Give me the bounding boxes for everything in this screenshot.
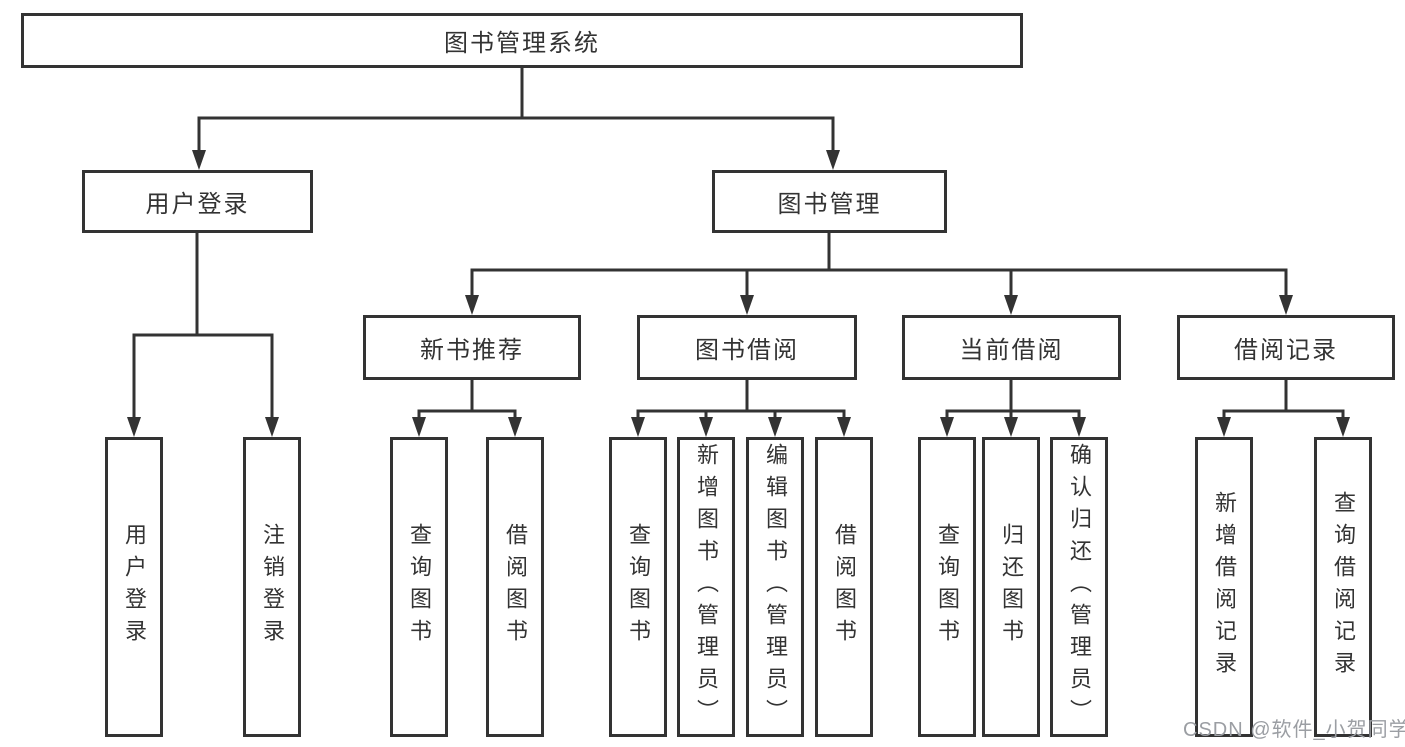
leaf-query-books-current: 查询图书 (918, 437, 976, 737)
leaf-add-book-admin: 新增图书（管理员） (677, 437, 735, 737)
leaf-borrow-books-borrowing: 借阅图书 (815, 437, 873, 737)
node-new-book-recommend: 新书推荐 (363, 315, 581, 380)
leaf-query-borrow-record: 查询借阅记录 (1314, 437, 1372, 737)
node-book-management: 图书管理 (712, 170, 947, 233)
leaf-logout: 注销登录 (243, 437, 301, 737)
csdn-watermark: CSDN @软件_小贺同学 (1183, 719, 1405, 741)
node-library-system: 图书管理系统 (21, 13, 1023, 68)
node-book-borrowing: 图书借阅 (637, 315, 857, 380)
node-user-login: 用户登录 (82, 170, 313, 233)
node-current-borrowing: 当前借阅 (902, 315, 1121, 380)
leaf-confirm-return-admin: 确认归还（管理员） (1050, 437, 1108, 737)
leaf-return-book: 归还图书 (982, 437, 1040, 737)
leaf-edit-book-admin: 编辑图书（管理员） (746, 437, 804, 737)
leaf-query-books-borrowing: 查询图书 (609, 437, 667, 737)
leaf-borrow-books-recommend: 借阅图书 (486, 437, 544, 737)
leaf-add-borrow-record: 新增借阅记录 (1195, 437, 1253, 737)
leaf-user-login: 用户登录 (105, 437, 163, 737)
leaf-query-books-recommend: 查询图书 (390, 437, 448, 737)
node-borrowing-records: 借阅记录 (1177, 315, 1395, 380)
